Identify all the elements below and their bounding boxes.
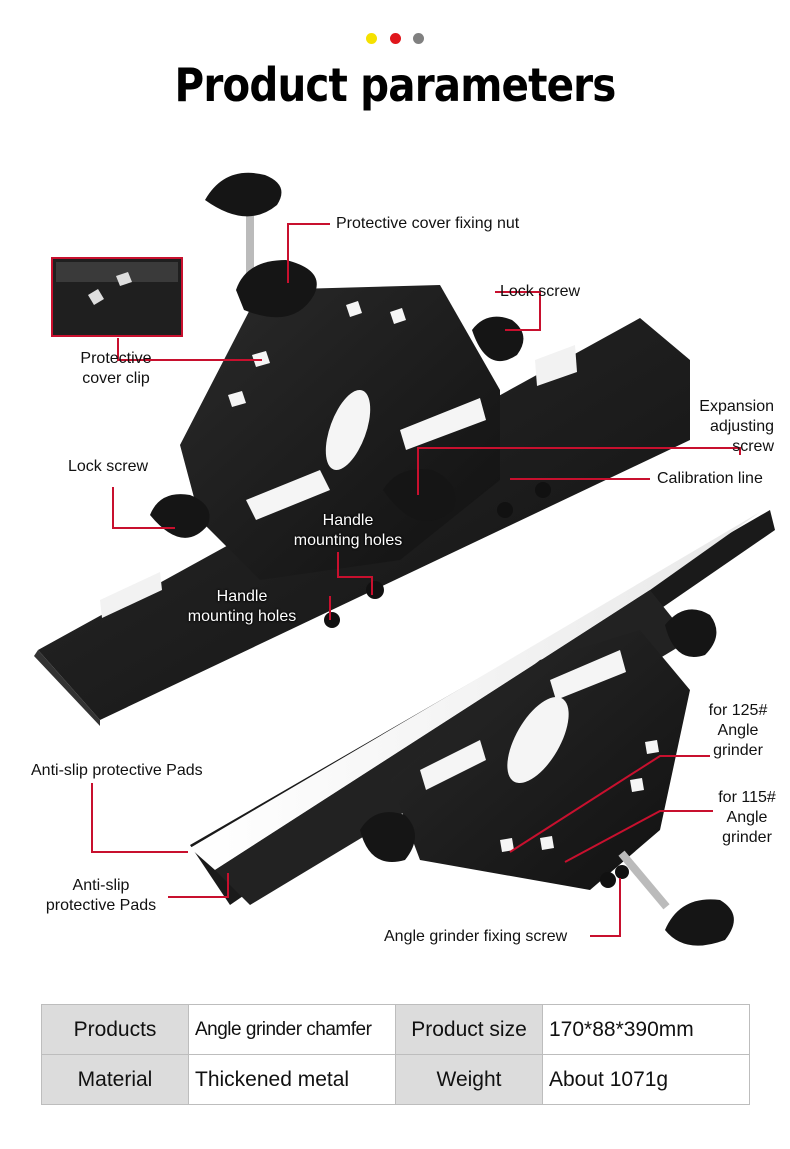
label-angle-grinder-fixing-screw: Angle grinder fixing screw [384, 928, 568, 945]
spec-value-products: Angle grinder chamfer [188, 1004, 396, 1055]
label-lock-screw-left: Lock screw [68, 458, 149, 475]
leader-for-115 [564, 810, 713, 863]
table-row: Material Thickened metal Weight About 10… [41, 1054, 750, 1105]
spec-key-material: Material [41, 1054, 189, 1105]
leader-anti-slip-1 [91, 783, 188, 853]
leader-expansion-adjusting-screw [417, 447, 741, 495]
leader-lock-screw-left [112, 487, 175, 529]
label-calibration-line: Calibration line [657, 470, 763, 487]
leader-protective-cover-fixing-nut [287, 223, 330, 283]
leader-anti-slip-2 [168, 873, 229, 898]
page-title: Product parameters [174, 58, 617, 112]
gray-dot [412, 33, 424, 44]
label-protective-cover-fixing-nut: Protective cover fixing nut [336, 215, 520, 232]
specs-table: Products Angle grinder chamfer Product s… [41, 1004, 750, 1105]
leader-lock-screw-top [495, 291, 541, 331]
leader-angle-grinder-fixing-screw [590, 878, 621, 937]
spec-value-material: Thickened metal [188, 1054, 396, 1105]
spec-key-product-size: Product size [395, 1004, 543, 1055]
header-dots [0, 31, 790, 49]
label-lock-screw-top: Lock screw [500, 283, 581, 300]
leader-protective-cover-clip [117, 338, 262, 361]
yellow-dot [366, 33, 378, 44]
product-illustration [34, 172, 775, 946]
spec-value-weight: About 1071g [542, 1054, 750, 1105]
spec-key-products: Products [41, 1004, 189, 1055]
label-anti-slip-protective-pads-1: Anti-slip protective Pads [31, 762, 203, 779]
red-dot [389, 33, 401, 44]
lower-knobs [360, 609, 734, 946]
spec-value-product-size: 170*88*390mm [542, 1004, 750, 1055]
cover-clip-detail-inset [51, 257, 183, 337]
lower-guard-plate [390, 630, 690, 890]
upper-knobs [150, 172, 551, 628]
leader-for-125 [509, 755, 710, 853]
leader-lines [91, 223, 741, 937]
table-row: Products Angle grinder chamfer Product s… [41, 1004, 750, 1055]
leader-handle-mounting-holes-1 [337, 552, 373, 595]
spec-key-weight: Weight [395, 1054, 543, 1105]
